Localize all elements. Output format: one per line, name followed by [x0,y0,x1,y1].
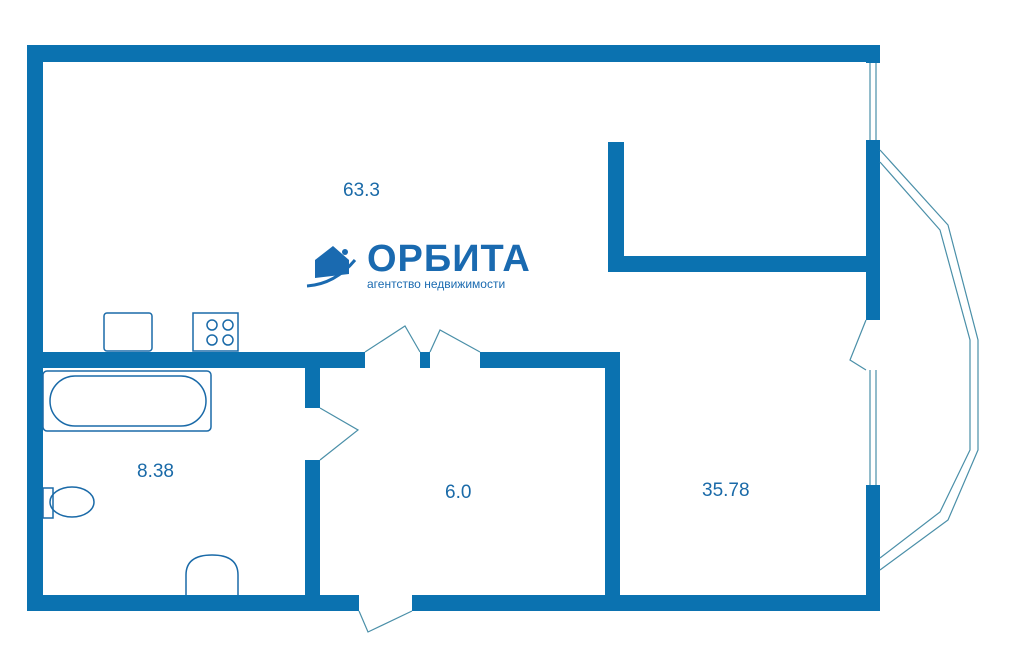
sink-kitchen [103,312,153,352]
room-area-kitchen-living: 63.3 [343,180,380,201]
room-area-bathroom: 8.38 [137,461,174,482]
room-area-room: 35.78 [702,480,750,501]
windows-doors [319,63,979,633]
logo-subtitle: агентство недвижимости [367,277,506,291]
bath-sink [185,554,239,595]
house-orbit-icon [306,246,357,288]
room-area-hallway: 6.0 [445,482,472,503]
bathtub [42,370,212,432]
fixtures [42,312,239,595]
logo-title: ОРБИТА [367,238,531,280]
toilet [49,486,95,518]
stove [192,312,239,352]
walls [27,45,880,611]
